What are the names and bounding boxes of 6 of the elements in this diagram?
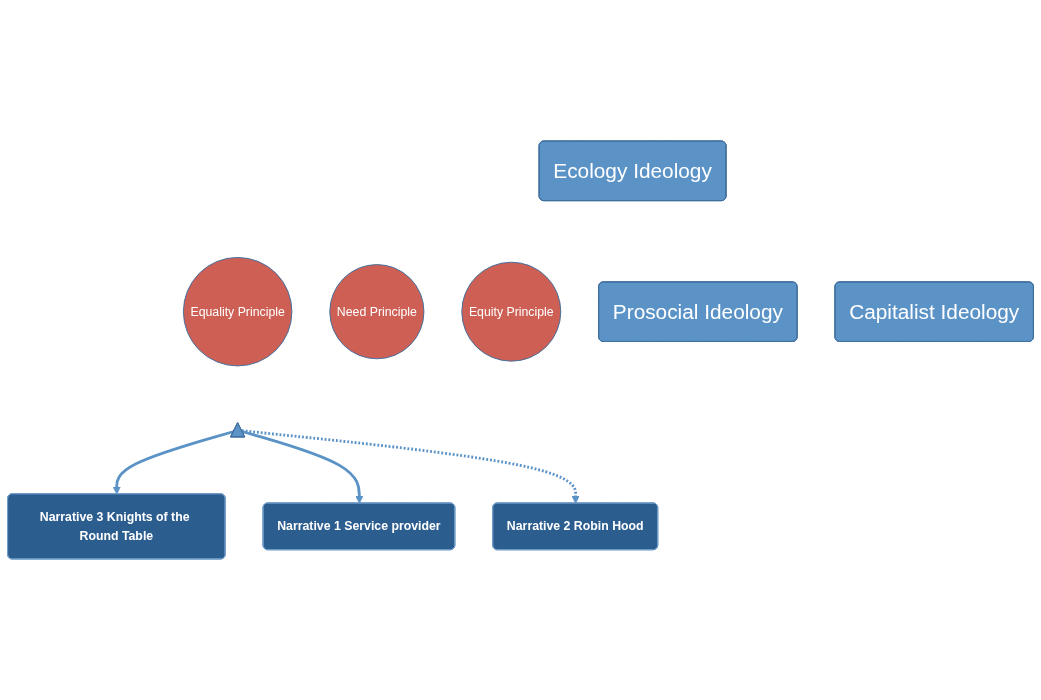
node-circle: Equality Principle xyxy=(182,256,293,367)
node-circle: Need Principle xyxy=(329,264,425,360)
arrow xyxy=(112,430,235,495)
arrow xyxy=(241,429,580,504)
node-circle: Equity Principle xyxy=(461,261,562,362)
arrow xyxy=(241,430,364,504)
